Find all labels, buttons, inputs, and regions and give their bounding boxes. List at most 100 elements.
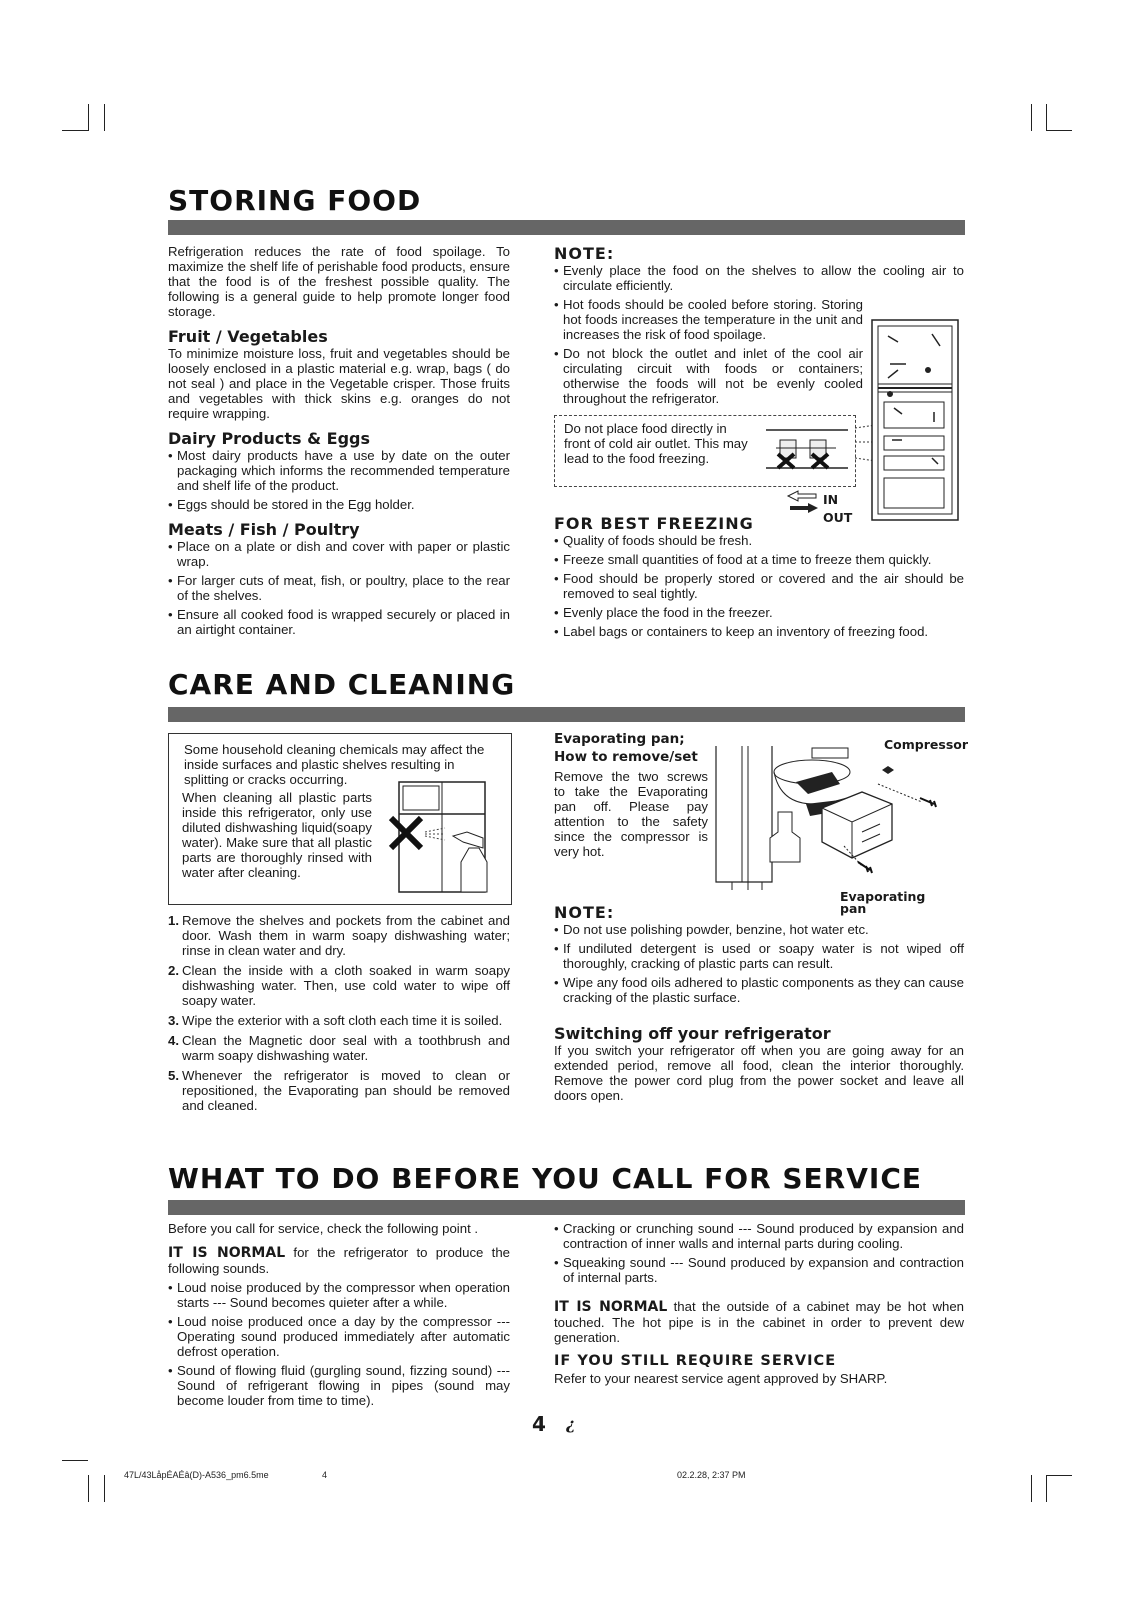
dairy-list: Most dairy products have a use by date o… — [168, 448, 510, 512]
step-text: Remove the shelves and pockets from the … — [182, 913, 510, 958]
list-item: Do not use polishing powder, benzine, ho… — [554, 922, 964, 937]
list-item: 2.Clean the inside with a cloth soaked i… — [168, 963, 510, 1008]
evap-heading-2: How to remove/set — [554, 749, 698, 765]
section-title-storing-food: STORING FOOD — [168, 184, 422, 217]
dairy-heading: Dairy Products & Eggs — [168, 429, 371, 448]
note-list: Evenly place the food on the shelves to … — [554, 263, 964, 406]
section-bar — [168, 220, 965, 235]
storing-note: NOTE: Evenly place the food on the shelv… — [554, 246, 964, 410]
shelf-illustration — [766, 429, 848, 470]
crop-mark — [104, 104, 105, 131]
hot-cabinet-rest: that the outside of a cabinet may be hot… — [554, 1299, 964, 1345]
crop-mark — [104, 1475, 105, 1502]
note-heading: NOTE: — [554, 244, 615, 263]
steps-list: 1.Remove the shelves and pockets from th… — [168, 913, 510, 1113]
cold-air-warning-text: Do not place food directly in front of c… — [564, 421, 748, 466]
section-title-care-cleaning: CARE AND CLEANING — [168, 668, 516, 701]
cleaning-steps: 1.Remove the shelves and pockets from th… — [168, 913, 510, 1118]
evaporating-pan-block: Evaporating pan; How to remove/set Remov… — [554, 730, 708, 859]
crop-mark — [1031, 1475, 1032, 1502]
footer-file: 47L/43LåpÉAÉâ(D)-A536_pm6.5me — [124, 1470, 269, 1480]
hot-cabinet-text: IT IS NORMAL that the outside of a cabin… — [554, 1299, 964, 1345]
service-intro: Before you call for service, check the f… — [168, 1221, 479, 1236]
normal-sounds-rest: for the refrigerator to produce the foll… — [168, 1245, 510, 1276]
fruit-heading: Fruit / Vegetables — [168, 327, 328, 346]
section-bar — [168, 1200, 965, 1215]
footer-date: 02.2.28, 2:37 PM — [677, 1470, 746, 1480]
section-bar — [168, 707, 965, 722]
list-item: Loud noise produced by the compressor wh… — [168, 1280, 510, 1310]
list-item: Quality of foods should be fresh. — [554, 533, 964, 548]
list-item: Wipe any food oils adhered to plastic co… — [554, 975, 964, 1005]
list-item: Label bags or containers to keep an inve… — [554, 624, 964, 639]
list-item: 5.Whenever the refrigerator is moved to … — [168, 1068, 510, 1113]
list-item: Place on a plate or dish and cover with … — [168, 539, 510, 569]
legend-in: IN — [823, 492, 839, 507]
cleaning-warning-box: Some household cleaning chemicals may af… — [168, 733, 512, 905]
footer-page: 4 — [322, 1470, 328, 1480]
page-number: 4 — [532, 1412, 546, 1436]
meat-list: Place on a plate or dish and cover with … — [168, 539, 510, 637]
crop-mark — [1046, 130, 1072, 131]
service-sounds-list: Loud noise produced by the compressor wh… — [168, 1280, 510, 1408]
service-sounds-list-2: Cracking or crunching sound --- Sound pr… — [554, 1221, 964, 1285]
list-item: Evenly place the food in the freezer. — [554, 605, 964, 620]
legend-arrows — [786, 490, 818, 513]
normal-label: IT IS NORMAL — [554, 1299, 668, 1315]
crop-mark — [1031, 104, 1032, 131]
evaporating-pan-diagram — [715, 746, 937, 890]
step-number: 1. — [168, 913, 179, 928]
evap-pan-label: Evaporating pan — [840, 889, 926, 916]
step-number: 3. — [168, 1013, 179, 1028]
storing-left-column: Refrigeration reduces the rate of food s… — [168, 244, 510, 641]
list-item: Sound of flowing fluid (gurgling sound, … — [168, 1363, 510, 1408]
airflow-dashes — [855, 423, 883, 463]
crop-mark — [1046, 104, 1047, 131]
section-title-service: WHAT TO DO BEFORE YOU CALL FOR SERVICE — [168, 1162, 923, 1195]
freezing-list: Quality of foods should be fresh. Freeze… — [554, 533, 964, 639]
list-item: Food should be properly stored or covere… — [554, 571, 964, 601]
crop-mark — [1046, 1475, 1047, 1502]
step-text: Whenever the refrigerator is moved to cl… — [182, 1068, 510, 1113]
fruit-text: To minimize moisture loss, fruit and veg… — [168, 346, 510, 421]
step-text: Clean the inside with a cloth soaked in … — [182, 963, 510, 1008]
list-item: If undiluted detergent is used or soapy … — [554, 941, 964, 971]
switch-off-heading: Switching off your refrigerator — [554, 1024, 831, 1043]
page-mark: ¿ — [566, 1414, 576, 1433]
crop-mark — [1046, 1475, 1072, 1476]
normal-label: IT IS NORMAL — [168, 1245, 286, 1261]
compressor-label: Compressor — [884, 737, 969, 752]
spray-fridge-illustration — [388, 781, 488, 893]
step-number: 4. — [168, 1033, 179, 1048]
step-text: Wipe the exterior with a soft cloth each… — [182, 1013, 503, 1028]
evap-text: Remove the two screws to take the Evapor… — [554, 769, 708, 859]
cold-air-warning-box: Do not place food directly in front of c… — [554, 415, 856, 487]
list-item: Do not block the outlet and inlet of the… — [554, 346, 863, 406]
crop-mark — [88, 1475, 89, 1502]
list-item: Most dairy products have a use by date o… — [168, 448, 510, 493]
fridge-airflow-diagram — [871, 319, 959, 521]
warning-top-text: Some household cleaning chemicals may af… — [184, 742, 485, 787]
care-note-list: Do not use polishing powder, benzine, ho… — [554, 922, 964, 1005]
list-item: For larger cuts of meat, fish, or poultr… — [168, 573, 510, 603]
list-item: 3.Wipe the exterior with a soft cloth ea… — [168, 1013, 510, 1028]
best-freezing: FOR BEST FREEZING Quality of foods shoul… — [554, 516, 964, 643]
note-heading: NOTE: — [554, 903, 615, 922]
care-note: NOTE: Do not use polishing powder, benzi… — [554, 903, 964, 1104]
list-item: Squeaking sound --- Sound produced by ex… — [554, 1255, 964, 1285]
evap-heading-1: Evaporating pan; — [554, 731, 685, 747]
service-left-column: Before you call for service, check the f… — [168, 1221, 510, 1412]
list-item: 1.Remove the shelves and pockets from th… — [168, 913, 510, 958]
evap-pan-label-line-1: Evaporating — [840, 889, 926, 904]
crop-mark — [62, 1460, 88, 1461]
warning-side-text: When cleaning all plastic parts inside t… — [182, 790, 372, 880]
meat-heading: Meats / Fish / Poultry — [168, 520, 360, 539]
list-item: Eggs should be stored in the Egg holder. — [168, 497, 510, 512]
evap-pan-label-line-2: pan — [840, 901, 867, 916]
freezing-heading: FOR BEST FREEZING — [554, 514, 754, 533]
crop-mark — [88, 104, 89, 131]
list-item: 4.Clean the Magnetic door seal with a to… — [168, 1033, 510, 1063]
list-item: Evenly place the food on the shelves to … — [554, 263, 964, 293]
step-number: 5. — [168, 1068, 179, 1083]
list-item: Hot foods should be cooled before storin… — [554, 297, 863, 342]
